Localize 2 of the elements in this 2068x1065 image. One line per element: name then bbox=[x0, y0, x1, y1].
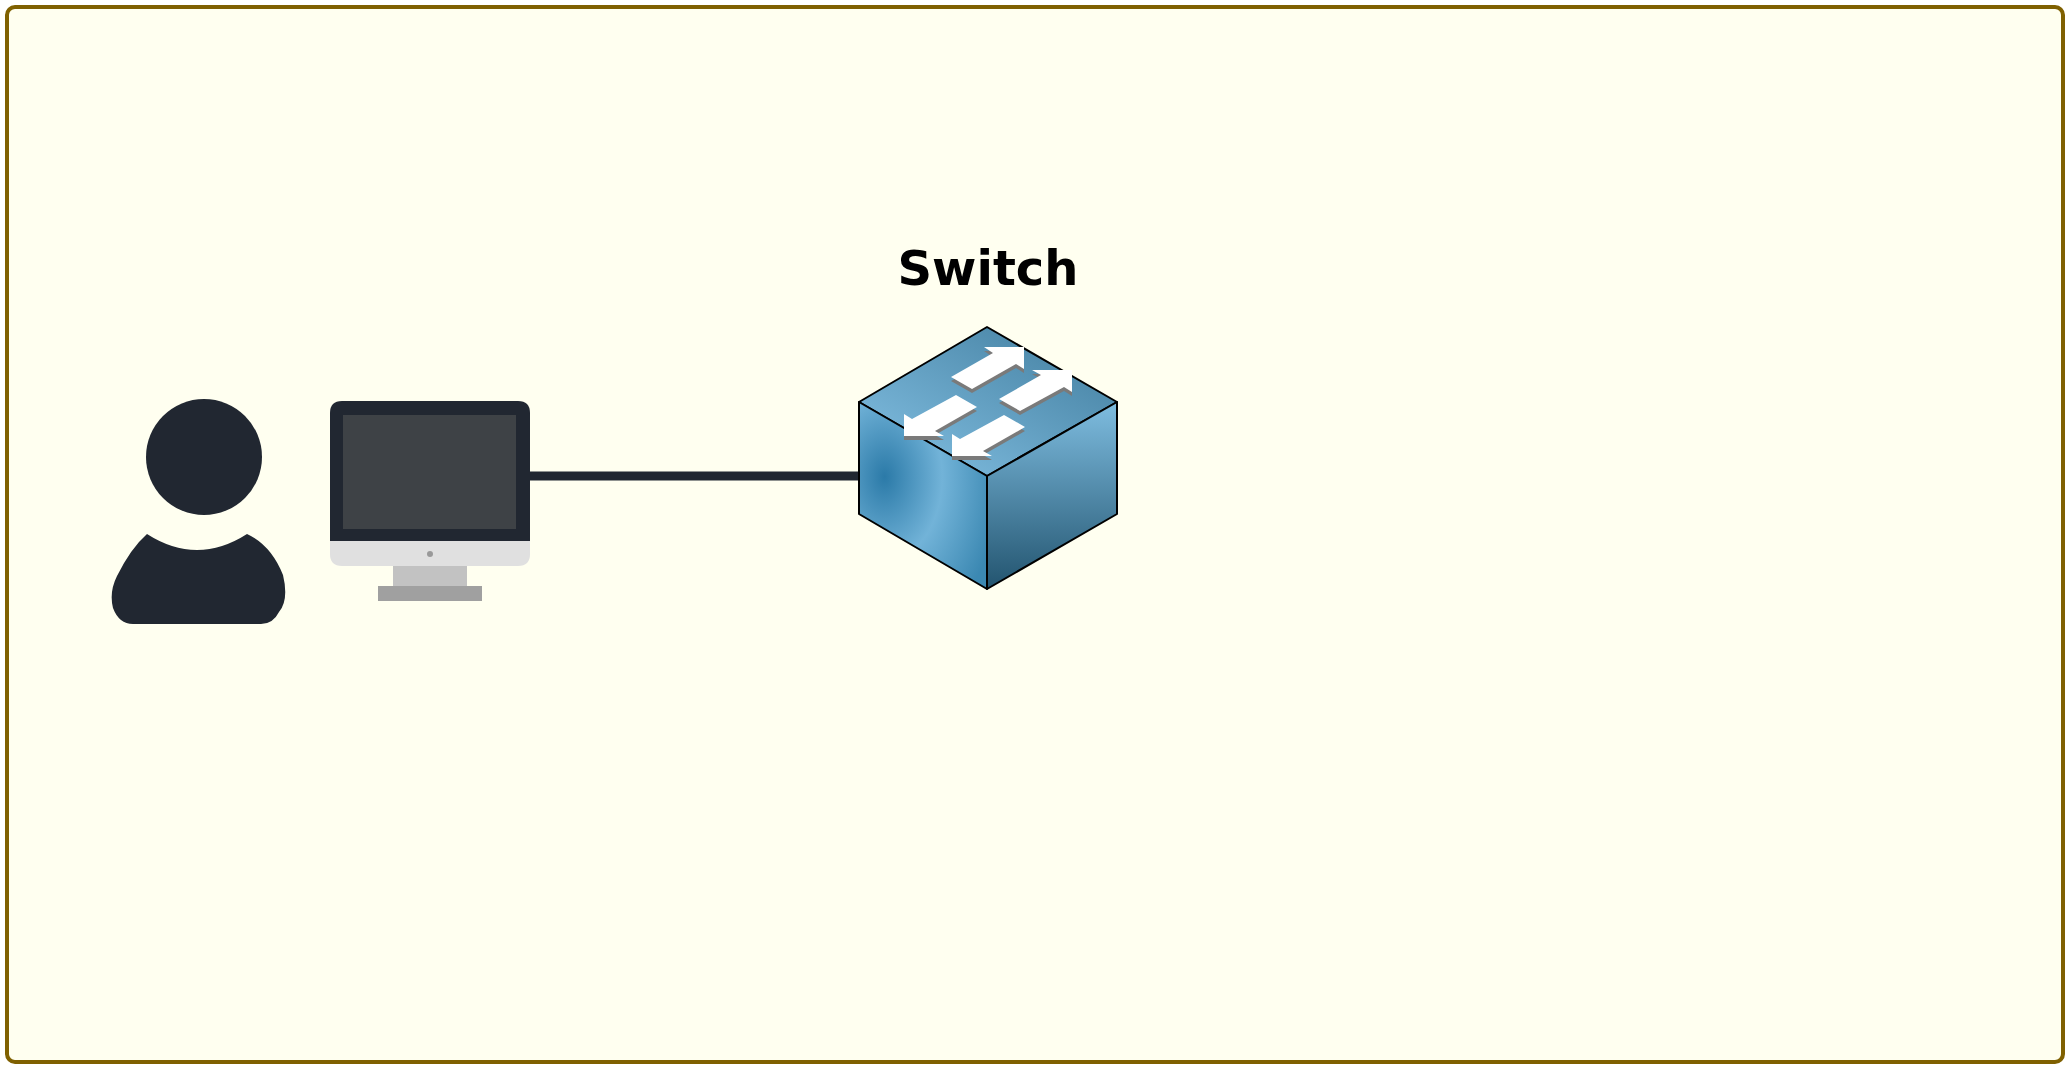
heading: Switch bbox=[896, 240, 1080, 296]
connection-line bbox=[530, 471, 859, 481]
